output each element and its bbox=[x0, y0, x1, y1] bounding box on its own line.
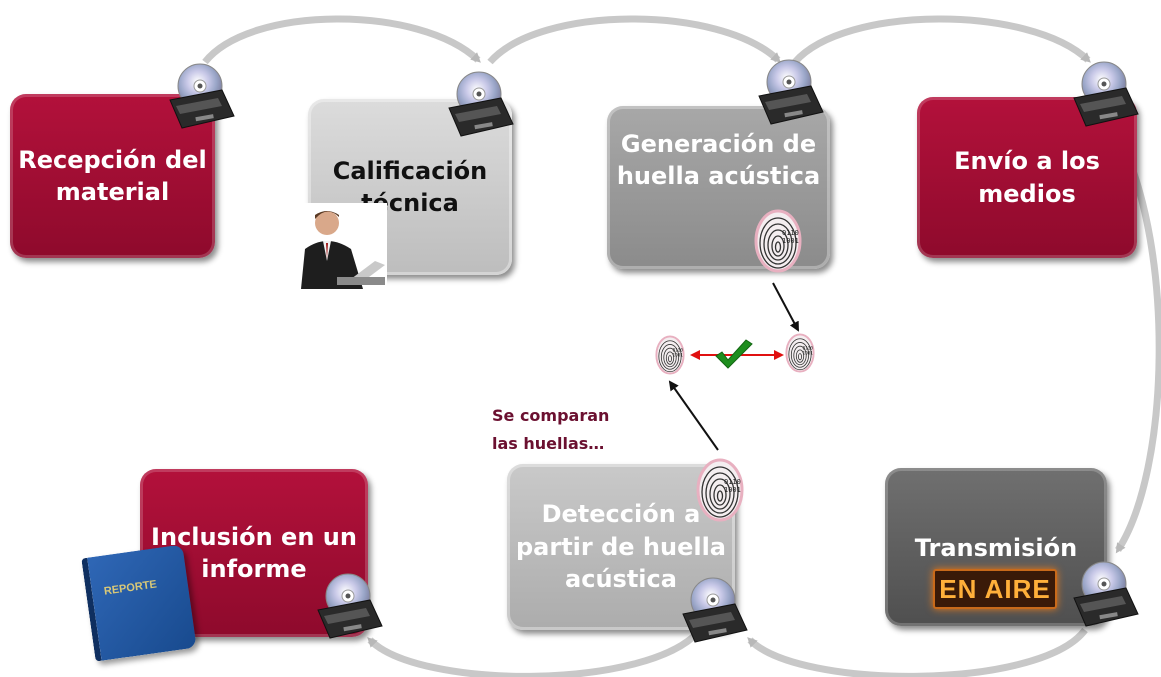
checkmark-icon bbox=[715, 339, 753, 369]
comparison-note-text: Se comparan las huellas… bbox=[492, 406, 610, 453]
arrow-detected-to-fingerprint bbox=[668, 380, 719, 451]
on-air-sign: EN AIRE bbox=[933, 569, 1057, 609]
step-label: Transmisión bbox=[914, 534, 1078, 562]
arrow-generated-to-fingerprint bbox=[772, 282, 799, 332]
step-label: Detección a partir de huella acústica bbox=[515, 500, 726, 594]
step-envio: Envío a los medios bbox=[917, 97, 1137, 258]
arrow-deteccion-to-inclusion bbox=[367, 627, 703, 677]
person-laptop-icon bbox=[293, 203, 387, 289]
step-label: Generación de huella acústica bbox=[616, 130, 821, 191]
comparison-note: Se comparan las huellas… bbox=[492, 402, 609, 458]
fingerprint-icon bbox=[785, 333, 815, 373]
fingerprint-icon bbox=[655, 335, 685, 375]
arrow-envio-to-transmision bbox=[1115, 138, 1161, 554]
step-label: Envío a los medios bbox=[954, 147, 1100, 208]
fingerprint-icon bbox=[696, 458, 744, 522]
arrow-transmision-to-deteccion bbox=[747, 627, 1088, 677]
arrow-generacion-to-envio bbox=[792, 15, 1091, 65]
step-label: Recepción del material bbox=[18, 145, 207, 206]
arrow-calificacion-to-generacion bbox=[487, 15, 781, 65]
arrow-recepcion-to-calificacion bbox=[202, 15, 481, 65]
fingerprint-icon bbox=[754, 209, 802, 273]
step-label: Calificación técnica bbox=[332, 156, 488, 217]
